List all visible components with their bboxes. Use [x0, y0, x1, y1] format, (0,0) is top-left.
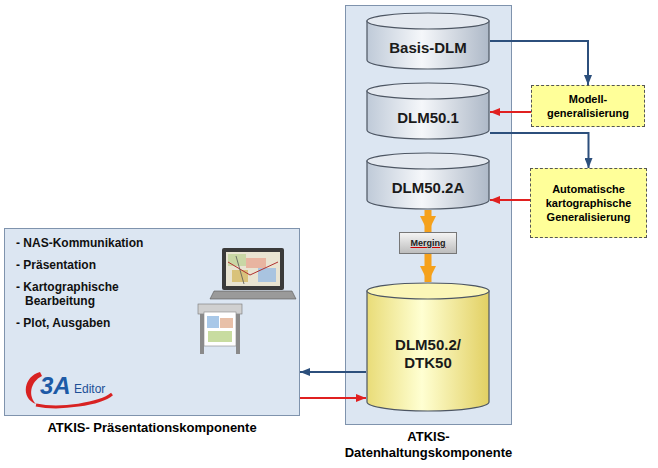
database-label: DLM50.1	[397, 109, 459, 127]
database-cylinder: DLM50.1	[366, 82, 490, 140]
heading-wrap: ATKIS- Datenhaltungskomponente	[329, 429, 529, 461]
process-label: Modell- generalisierung	[535, 92, 641, 120]
database-label: DLM50.2A	[392, 179, 465, 197]
connector-arrow	[300, 397, 366, 399]
connector-arrow	[300, 371, 366, 373]
list-item: - Plot, Ausgaben	[16, 316, 176, 330]
connector-arrow	[490, 199, 530, 201]
connector-arrow	[490, 111, 531, 113]
logo-subtext: Editor	[74, 382, 105, 396]
logo-swoosh	[26, 372, 112, 407]
feature-list: - NAS-Kommunikation - Präsentation - Karto…	[16, 236, 176, 338]
database-label: DLM50.2/ DTK50	[382, 336, 474, 372]
process-label: Automatische kartographische Generalisie…	[534, 182, 643, 224]
heading-wrap: ATKIS- Präsentationskomponente	[37, 420, 267, 436]
list-item: - Kartographische Bearbeitung	[16, 280, 176, 308]
connector-arrow	[425, 210, 432, 232]
connector-arrow	[490, 133, 589, 168]
merge-label: Merging	[411, 238, 446, 248]
process-box: Modell- generalisierung	[531, 85, 645, 127]
connector-arrow	[425, 254, 432, 282]
database-cylinder: DLM50.2/ DTK50	[366, 282, 490, 412]
list-item: - NAS-Kommunikation	[16, 236, 176, 250]
logo-text: 3A	[40, 372, 71, 400]
laptop-icon	[210, 248, 296, 299]
database-label: Basis-DLM	[389, 39, 467, 57]
list-item: - Präsentation	[16, 258, 176, 272]
panel-heading: ATKIS- Präsentationskomponente	[47, 420, 256, 435]
database-cylinder: Basis-DLM	[366, 12, 490, 70]
panel-heading: ATKIS- Datenhaltungskomponente	[345, 429, 513, 460]
plotter-icon	[198, 304, 242, 354]
database-cylinder: DLM50.2A	[366, 152, 490, 210]
connector-arrow	[490, 41, 588, 85]
process-box: Automatische kartographische Generalisie…	[530, 168, 647, 238]
merge-box: Merging	[399, 232, 457, 254]
